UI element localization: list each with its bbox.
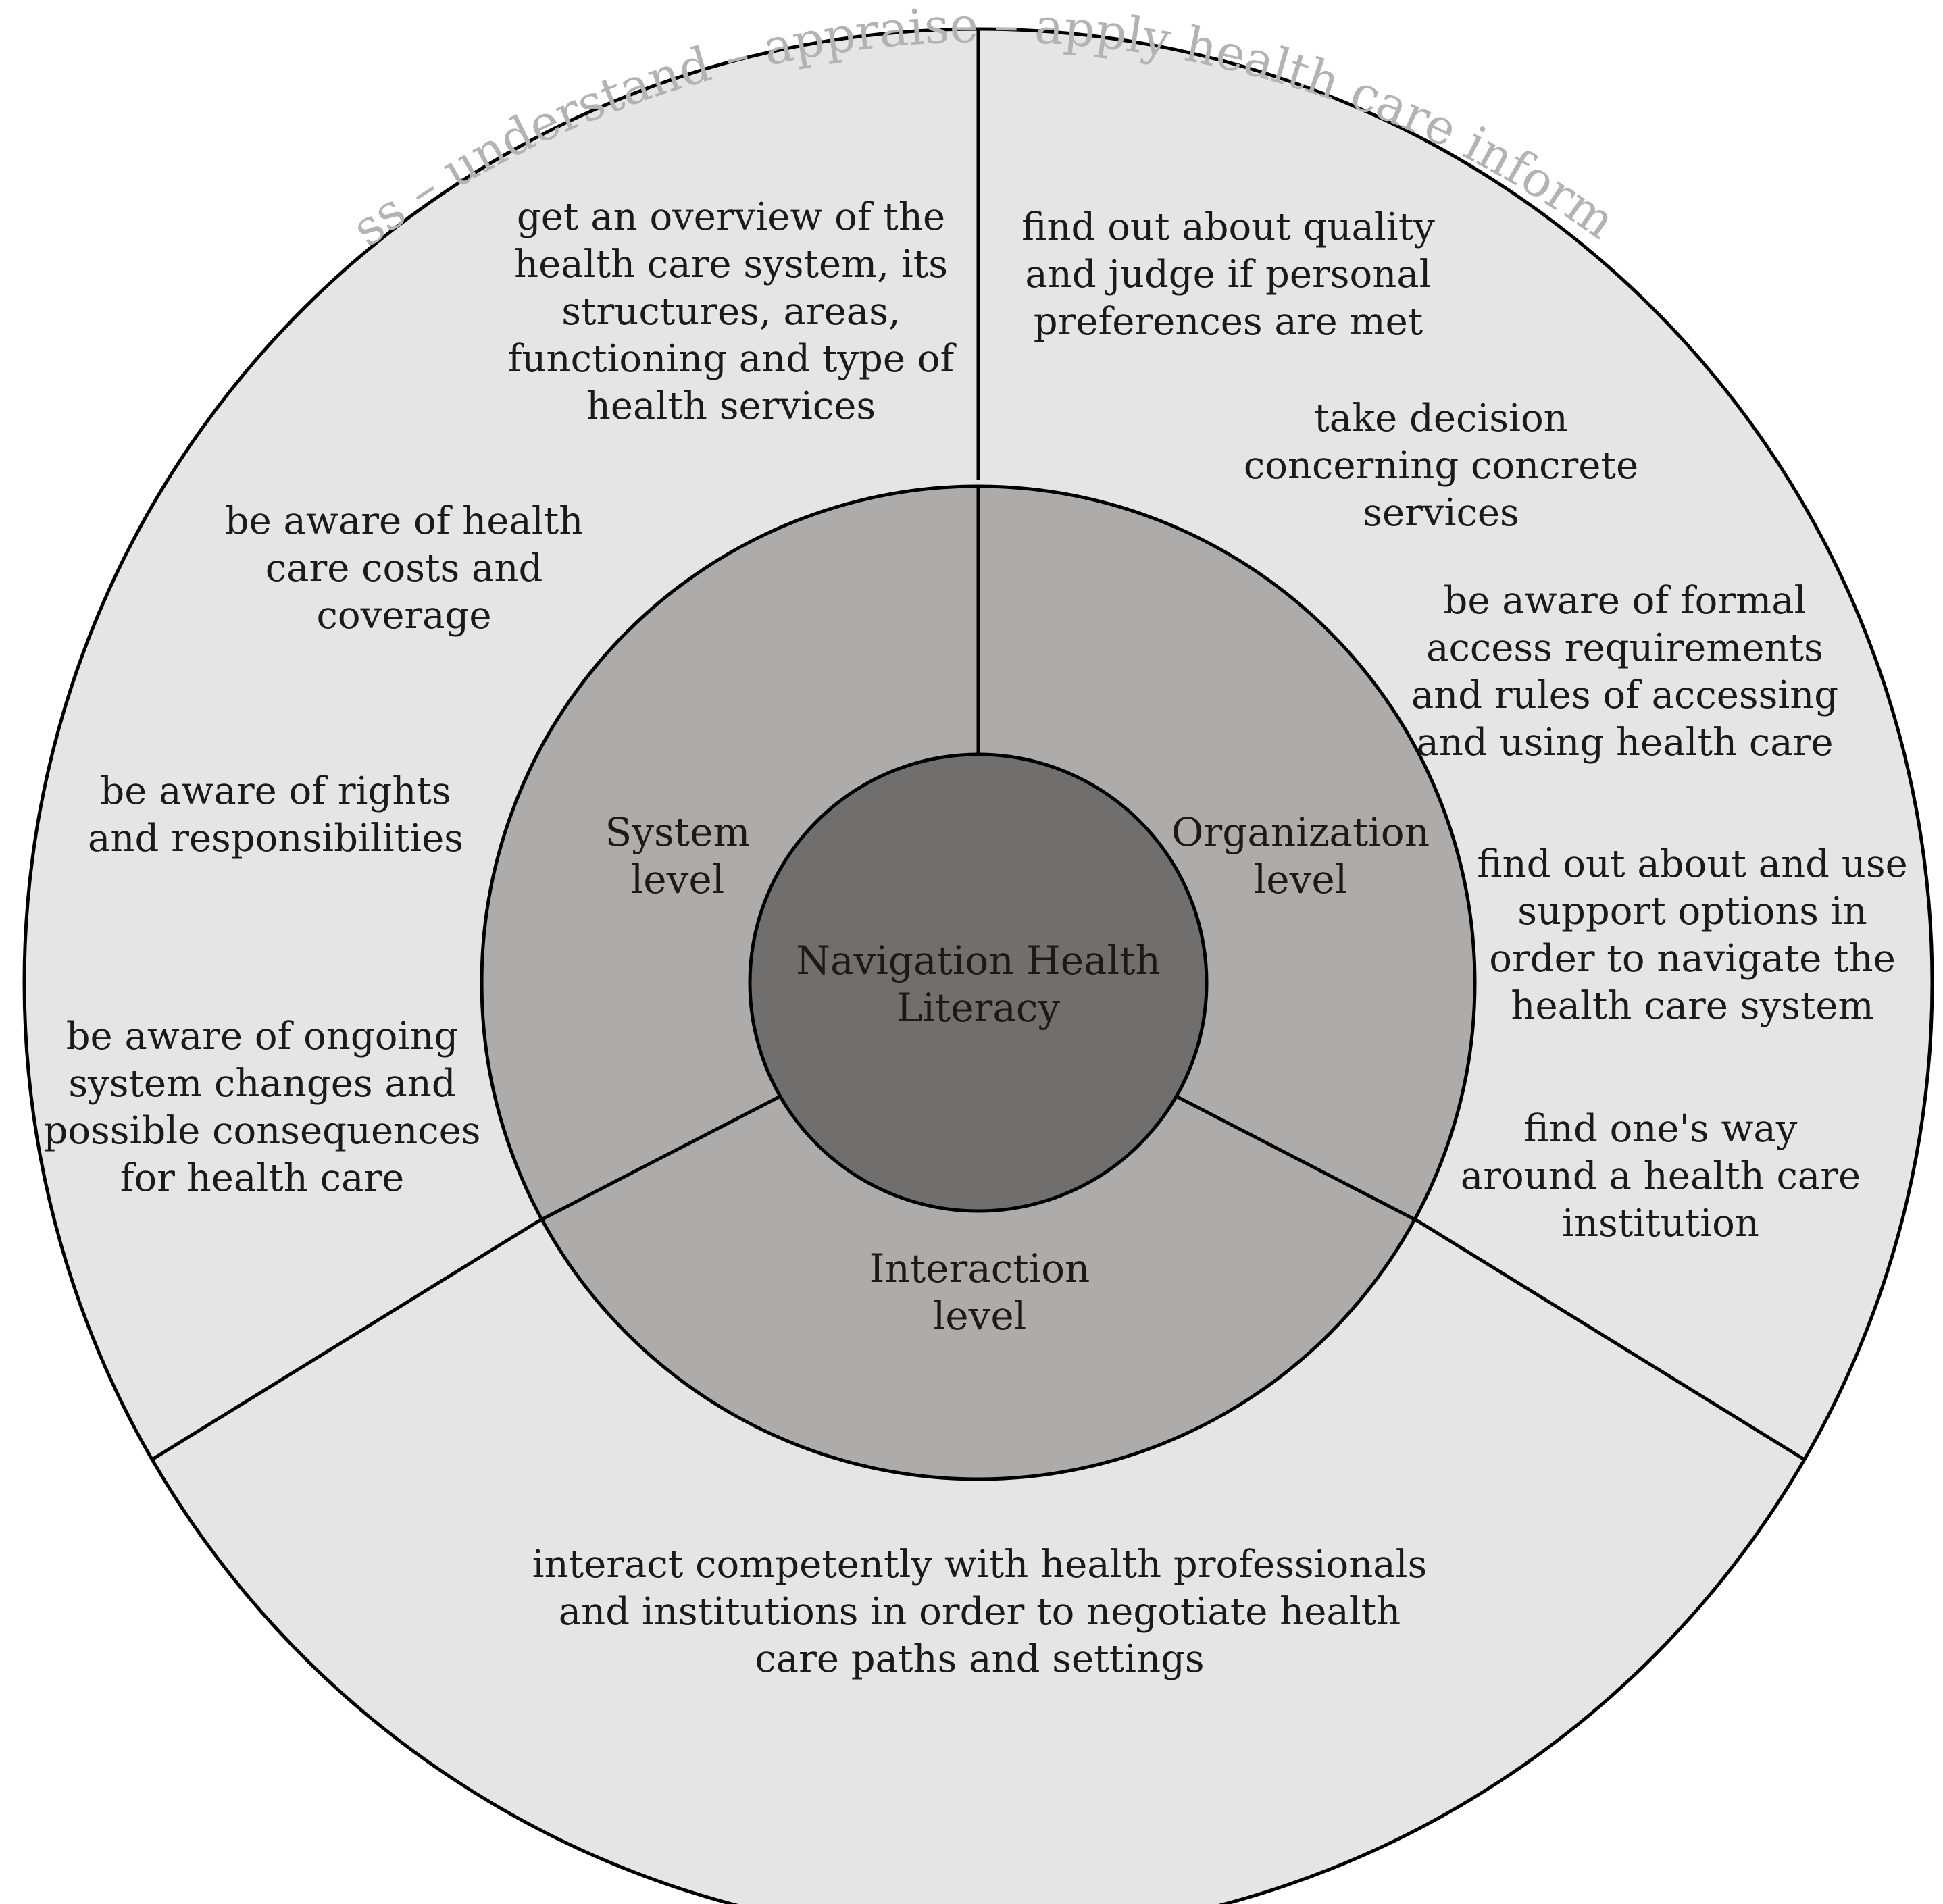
organization-item-quality: find out about quality and judge if pers… bbox=[1021, 205, 1435, 344]
organization-level-line-2: level bbox=[1254, 856, 1348, 902]
organization-level-line-1: Organization bbox=[1171, 809, 1430, 855]
system-item-rights: be aware of rights and responsibilities bbox=[88, 769, 463, 860]
organization-item-quality-line-3: preferences are met bbox=[1034, 300, 1423, 344]
system-item-changes-line-4: for health care bbox=[120, 1156, 405, 1200]
organization-level-label: Organization level bbox=[1171, 809, 1430, 902]
divider-lower-left bbox=[151, 1219, 540, 1462]
system-item-overview-line-2: health care system, its bbox=[514, 242, 948, 286]
system-item-changes-line-1: be aware of ongoing bbox=[66, 1014, 459, 1058]
system-item-changes-line-2: system changes and bbox=[68, 1062, 455, 1106]
organization-item-decision-line-2: concerning concrete bbox=[1244, 444, 1638, 488]
center-label-line-2: Literacy bbox=[897, 985, 1060, 1031]
organization-item-decision-line-3: services bbox=[1363, 491, 1519, 535]
organization-item-decision-line-1: take decision bbox=[1314, 396, 1567, 440]
system-item-overview-line-4: functioning and type of bbox=[508, 337, 957, 381]
organization-item-decision: take decision concerning concrete servic… bbox=[1244, 396, 1638, 535]
interaction-level-label: Interaction level bbox=[869, 1245, 1090, 1339]
interaction-item-interact: interact competently with health profess… bbox=[532, 1543, 1428, 1681]
interaction-level-line-1: Interaction bbox=[869, 1245, 1090, 1291]
inner-divider-lower-left bbox=[537, 1092, 786, 1223]
system-item-overview-line-3: structures, areas, bbox=[561, 290, 900, 334]
system-item-changes: be aware of ongoing system changes and p… bbox=[43, 1014, 480, 1200]
organization-item-quality-line-2: and judge if personal bbox=[1025, 253, 1431, 297]
center-label-line-1: Navigation Health bbox=[796, 937, 1161, 983]
organization-item-support: find out about and use support options i… bbox=[1477, 842, 1908, 1028]
system-level-line-1: System bbox=[605, 809, 751, 855]
organization-item-way-line-2: around a health care bbox=[1461, 1154, 1861, 1198]
interaction-item-line-2: and institutions in order to negotiate h… bbox=[559, 1590, 1401, 1634]
system-level-label: System level bbox=[605, 809, 751, 902]
system-item-costs-line-1: be aware of health bbox=[225, 499, 584, 543]
organization-item-access-line-2: access requirements bbox=[1426, 626, 1823, 670]
organization-item-way-line-1: find one's way bbox=[1524, 1107, 1798, 1151]
system-level-line-2: level bbox=[631, 856, 725, 902]
organization-item-access: be aware of formal access requirements a… bbox=[1411, 579, 1838, 765]
inner-divider-lower-right bbox=[1171, 1092, 1419, 1223]
organization-item-support-line-2: support options in bbox=[1517, 890, 1867, 933]
organization-item-way-line-3: institution bbox=[1562, 1202, 1759, 1245]
organization-item-quality-line-1: find out about quality bbox=[1021, 205, 1435, 249]
divider-lower-right bbox=[1417, 1219, 1806, 1462]
system-item-overview-line-1: get an overview of the bbox=[517, 195, 945, 239]
center-label: Navigation Health Literacy bbox=[796, 937, 1161, 1031]
system-item-costs-line-3: coverage bbox=[317, 594, 492, 638]
organization-item-support-line-1: find out about and use bbox=[1477, 842, 1908, 886]
system-item-rights-line-2: and responsibilities bbox=[88, 817, 463, 860]
organization-item-access-line-1: be aware of formal bbox=[1443, 579, 1806, 623]
organization-item-support-line-3: order to navigate the bbox=[1489, 937, 1895, 981]
interaction-item-line-1: interact competently with health profess… bbox=[532, 1543, 1428, 1587]
interaction-level-line-2: level bbox=[933, 1293, 1027, 1339]
organization-item-access-line-4: and using health care bbox=[1416, 721, 1833, 765]
system-item-rights-line-1: be aware of rights bbox=[100, 769, 451, 813]
core-circle bbox=[748, 752, 1209, 1213]
system-item-overview: get an overview of the health care syste… bbox=[508, 195, 957, 428]
system-item-changes-line-3: possible consequences bbox=[43, 1109, 480, 1153]
system-item-overview-line-5: health services bbox=[586, 384, 876, 428]
organization-item-support-line-4: health care system bbox=[1511, 984, 1873, 1028]
system-item-costs-line-2: care costs and bbox=[266, 546, 543, 590]
organization-item-access-line-3: and rules of accessing bbox=[1411, 673, 1838, 717]
system-item-costs: be aware of health care costs and covera… bbox=[225, 499, 584, 638]
organization-item-way: find one's way around a health care inst… bbox=[1461, 1107, 1861, 1245]
interaction-item-line-3: care paths and settings bbox=[755, 1637, 1204, 1681]
